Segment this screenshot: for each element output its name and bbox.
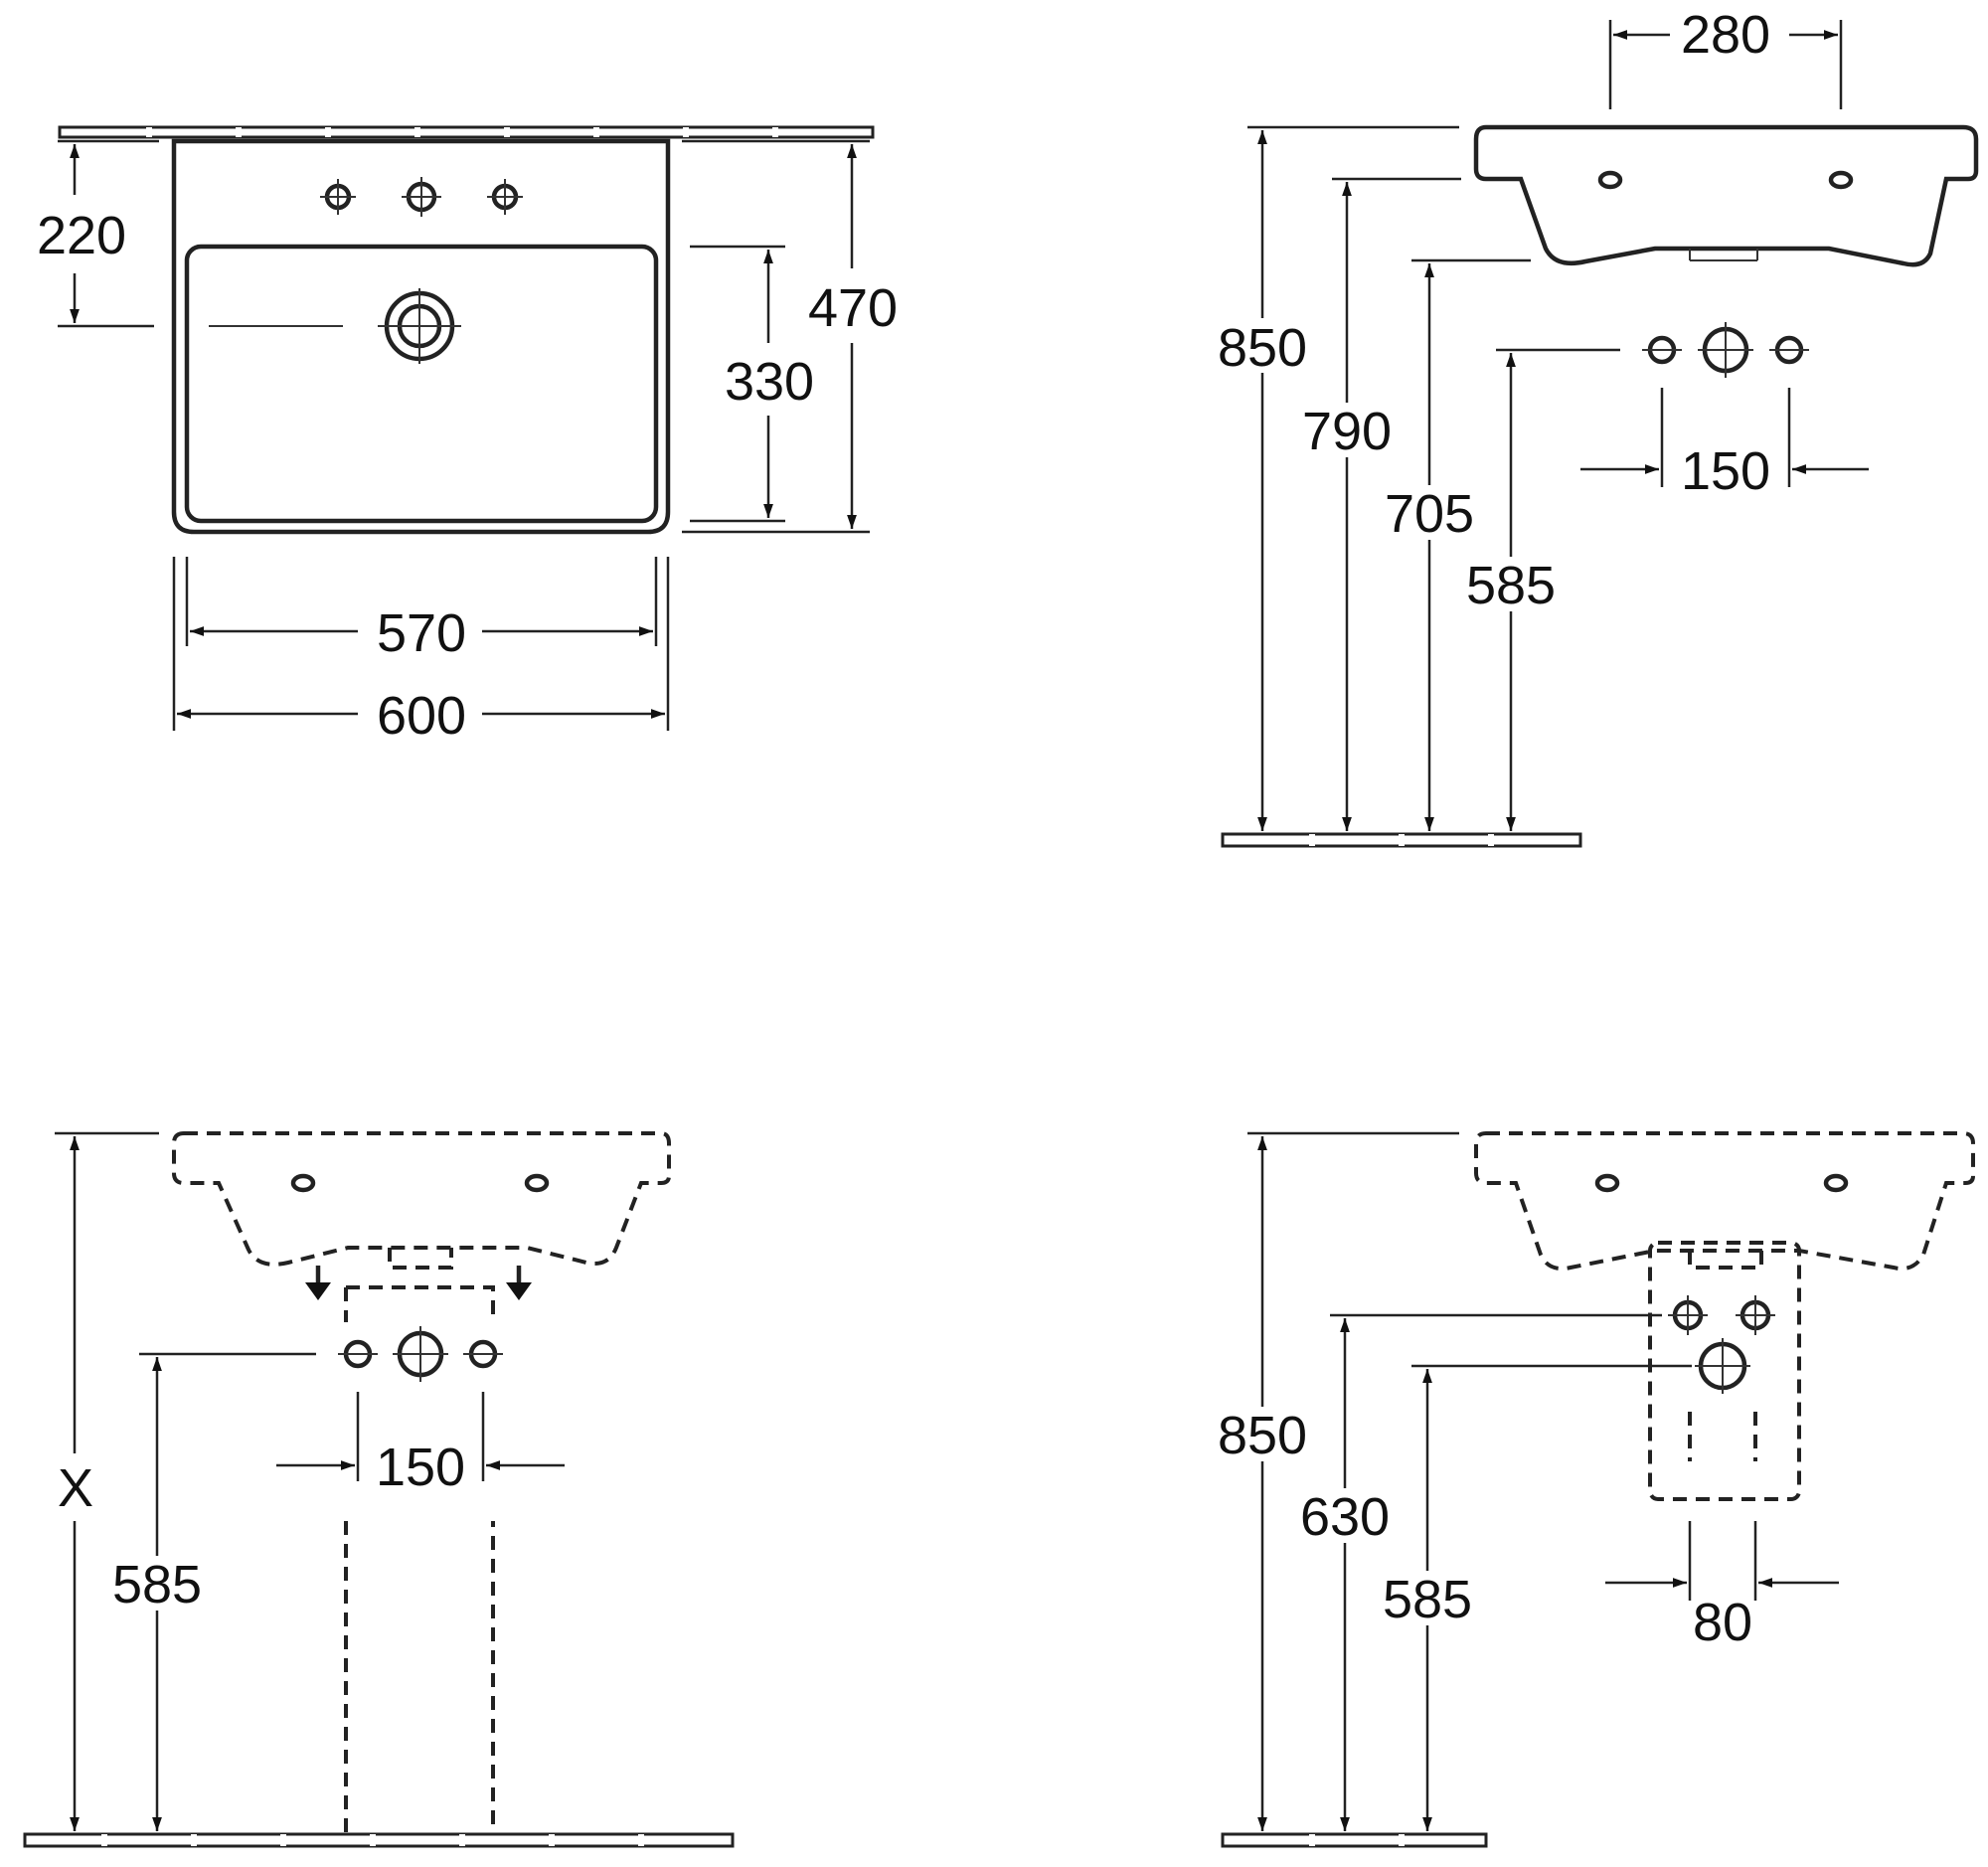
dim-585: 585: [1466, 556, 1556, 615]
dim-600: 600: [377, 686, 466, 746]
fixing-bolt-icon: [1823, 1173, 1849, 1193]
tap-connection-icon: [1668, 1295, 1708, 1335]
front-pedestal-view: X 585 150: [23, 1131, 735, 1848]
basin-side-dashed: [1474, 1131, 1975, 1272]
dim-790: 790: [1302, 402, 1392, 461]
pedestal-dashed: [344, 1285, 495, 1322]
tap-hole-icon: [320, 179, 356, 215]
dim-705: 705: [1385, 484, 1474, 544]
basin-outer-outline: [171, 138, 671, 535]
waste-connection-icon: [393, 1326, 448, 1382]
dim-x: X: [58, 1458, 93, 1518]
floor-strip-side: [1221, 832, 1582, 848]
basin-front-dashed: [172, 1131, 671, 1267]
dim-220: 220: [37, 206, 126, 265]
fixing-bolt-icon: [1828, 170, 1854, 190]
dim-850: 850: [1218, 318, 1307, 378]
dim-150: 150: [376, 1438, 465, 1497]
arrow-down-icon: [506, 1266, 532, 1300]
dim-470: 470: [808, 278, 898, 338]
fixing-bolt-icon: [290, 1173, 316, 1193]
tap-hole-icon: [402, 177, 441, 217]
fixing-bolt-icon: [1597, 170, 1623, 190]
dim-280: 280: [1681, 5, 1770, 65]
side-view: 280 850 790: [1218, 5, 1979, 848]
wall-strip-top: [58, 125, 875, 139]
basin-side-profile: [1473, 124, 1979, 267]
tap-connection-icon: [1769, 335, 1809, 365]
dim-80: 80: [1693, 1593, 1752, 1652]
dim-850: 850: [1218, 1406, 1307, 1465]
dim-585: 585: [112, 1555, 202, 1614]
waste-connection-icon: [1698, 322, 1753, 378]
half-pedestal-dashed: [1648, 1241, 1801, 1501]
arrow-down-icon: [305, 1266, 331, 1300]
tap-hole-icon: [487, 179, 523, 215]
dim-330: 330: [725, 352, 814, 412]
dim-570: 570: [377, 603, 466, 663]
fixing-bolt-icon: [1594, 1173, 1620, 1193]
floor-strip-front: [23, 1832, 735, 1848]
dim-150: 150: [1681, 441, 1770, 501]
fixing-bolt-icon: [524, 1173, 550, 1193]
dim-630: 630: [1300, 1487, 1390, 1547]
floor-strip-side2: [1221, 1832, 1488, 1848]
top-view: 220 470 330 570 600: [37, 125, 898, 746]
tap-connection-icon: [338, 1339, 378, 1369]
drain-icon: [378, 288, 461, 364]
tap-connection-icon: [463, 1339, 503, 1369]
waste-connection-icon: [1695, 1338, 1750, 1394]
tap-connection-icon: [1736, 1295, 1775, 1335]
basin-bowl-outline: [184, 244, 659, 524]
tap-connection-icon: [1642, 335, 1682, 365]
dim-585: 585: [1383, 1570, 1472, 1629]
side-halfpedestal-view: 850 630 585 80: [1218, 1131, 1975, 1848]
